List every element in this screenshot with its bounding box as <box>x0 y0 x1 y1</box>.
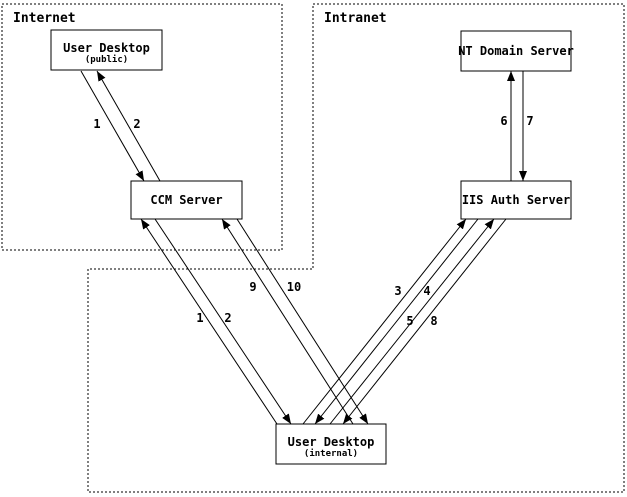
node-ccm-server-box <box>130 180 243 220</box>
edge-step-10-ccm-to-internal-desktop-arrow <box>236 218 369 425</box>
node-user-desktop-public-box <box>50 29 163 71</box>
node-iis-auth-server-label: IIS Auth Server <box>462 193 570 207</box>
node-user-desktop-internal-sublabel: (internal) <box>304 448 358 459</box>
edge-step-8-iis-to-internal-desktop-label: 8 <box>430 314 437 328</box>
node-nt-domain-server-box <box>460 30 572 72</box>
node-ccm-server-label: CCM Server <box>150 193 222 207</box>
edge-step-5-internal-desktop-to-iis-arrow <box>329 218 495 425</box>
edge-step-4-iis-to-internal-desktop-label: 4 <box>423 284 430 298</box>
node-user-desktop-public-label: User Desktop <box>63 41 150 55</box>
edge-step-2-ccm-to-public-desktop-label: 2 <box>133 117 140 131</box>
node-user-desktop-internal-box <box>275 423 387 465</box>
zone-internet-border <box>1 3 283 251</box>
node-user-desktop-internal-label: User Desktop <box>288 435 375 449</box>
edge-step-2-ccm-to-internal-desktop-label: 2 <box>224 311 231 325</box>
edge-step-1-public-desktop-to-ccm-arrow <box>80 70 145 182</box>
edge-step-10-ccm-to-internal-desktop-label: 10 <box>287 280 301 294</box>
edge-step-1-public-desktop-to-ccm-label: 1 <box>93 117 100 131</box>
edge-step-1-internal-desktop-to-ccm-label: 1 <box>196 311 203 325</box>
node-nt-domain-server-label: NT Domain Server <box>458 44 574 58</box>
edge-step-4-iis-to-internal-desktop-arrow <box>314 218 479 425</box>
edge-step-6-iis-to-nt-domain-label: 6 <box>500 114 507 128</box>
edge-step-7-nt-domain-to-iis-label: 7 <box>526 114 533 128</box>
edge-step-5-internal-desktop-to-iis-label: 5 <box>406 314 413 328</box>
edge-step-3-internal-desktop-to-iis-label: 3 <box>394 284 401 298</box>
edge-step-2-ccm-to-internal-desktop-arrow <box>154 218 292 425</box>
zone-internet-label: Internet <box>13 11 76 26</box>
node-iis-auth-server-box <box>460 180 572 220</box>
edge-step-3-internal-desktop-to-iis-arrow <box>302 218 467 425</box>
edge-step-1-internal-desktop-to-ccm-arrow <box>140 218 278 425</box>
edge-step-9-internal-desktop-to-ccm-arrow <box>221 218 354 425</box>
zone-intranet-border <box>87 3 625 493</box>
edge-step-8-iis-to-internal-desktop-arrow <box>342 218 507 425</box>
edge-step-2-ccm-to-public-desktop-arrow <box>96 70 161 182</box>
zone-intranet-label: Intranet <box>324 11 387 26</box>
edge-step-9-internal-desktop-to-ccm-label: 9 <box>249 280 256 294</box>
node-user-desktop-public-sublabel: (public) <box>85 54 128 65</box>
